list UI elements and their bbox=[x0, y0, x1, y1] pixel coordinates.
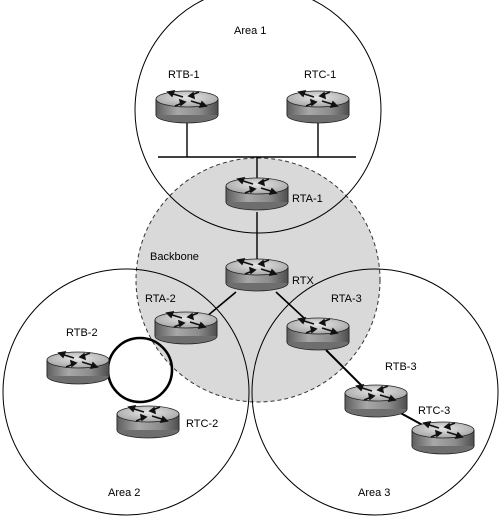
area1-circle bbox=[134, 0, 382, 234]
router-label-rtc3: RTC-3 bbox=[418, 405, 450, 417]
router-label-rtb2: RTB-2 bbox=[66, 327, 98, 339]
area2-circle bbox=[2, 268, 250, 516]
router-icon-rta3 bbox=[286, 317, 350, 351]
router-icon-rtc1 bbox=[286, 90, 350, 124]
router-label-rta2: RTA-2 bbox=[145, 293, 176, 305]
router-icon-rtc3 bbox=[411, 421, 475, 455]
router-label-rtc1: RTC-1 bbox=[304, 69, 336, 81]
area2-label: Area 2 bbox=[108, 487, 140, 499]
link-rta3-rtb3 bbox=[325, 349, 363, 387]
router-icon-rtc2 bbox=[116, 405, 180, 439]
router-icon-rta2 bbox=[154, 311, 218, 345]
router-icon-rtb3 bbox=[344, 384, 408, 418]
area2-ring bbox=[106, 336, 174, 404]
router-label-rtx: RTX bbox=[292, 275, 314, 287]
router-icon-rtx bbox=[225, 258, 289, 292]
area1-label: Area 1 bbox=[234, 25, 266, 37]
router-label-rtc2: RTC-2 bbox=[186, 418, 218, 430]
router-icon-rtb1 bbox=[155, 90, 219, 124]
link-rtx-rta3 bbox=[275, 291, 305, 319]
router-label-rtb3: RTB-3 bbox=[385, 361, 417, 373]
router-icon-rtb2 bbox=[46, 351, 110, 385]
backbone-label: Backbone bbox=[150, 251, 199, 263]
area3-label: Area 3 bbox=[358, 487, 390, 499]
area3-circle bbox=[251, 268, 499, 516]
router-label-rta1: RTA-1 bbox=[292, 193, 323, 205]
router-label-rta3: RTA-3 bbox=[331, 293, 362, 305]
router-icon-rta1 bbox=[225, 177, 289, 211]
router-label-rtb1: RTB-1 bbox=[168, 69, 200, 81]
